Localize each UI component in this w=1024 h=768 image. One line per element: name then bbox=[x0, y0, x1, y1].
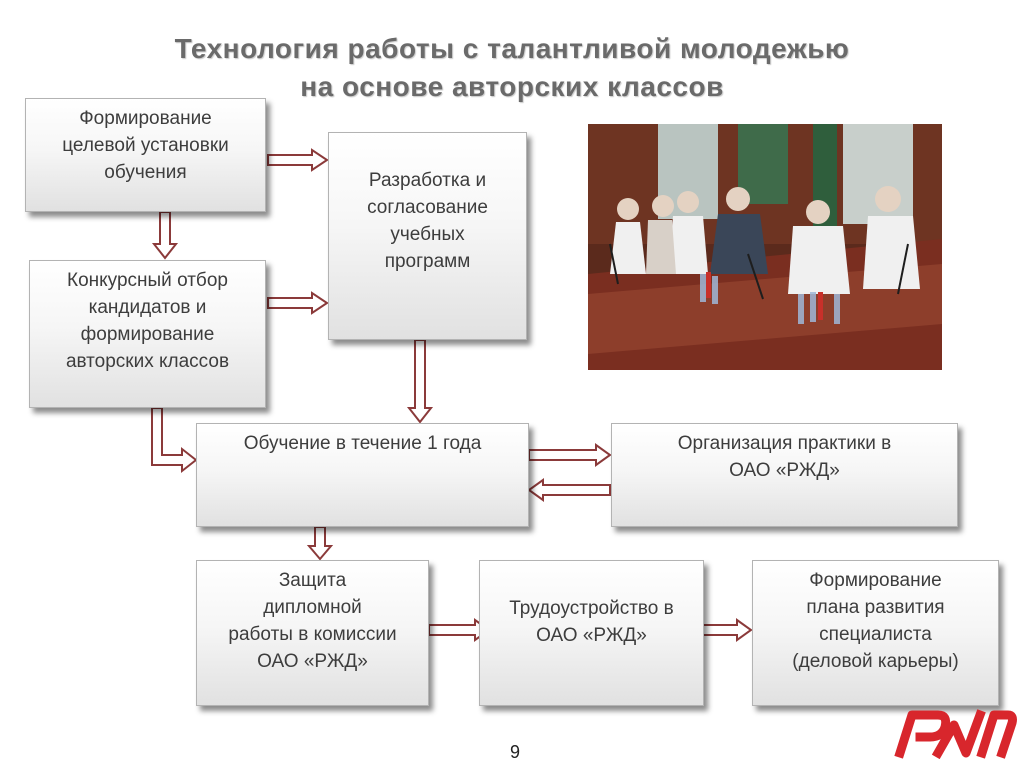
box-career-line-1: Формирование bbox=[809, 570, 942, 591]
meeting-photo bbox=[588, 124, 942, 370]
arrow-selection-to-training bbox=[151, 407, 198, 474]
arrow-employment-to-career bbox=[696, 618, 753, 642]
box-programs-line-1: Разработка и bbox=[368, 170, 487, 191]
box-selection-line-1: Конкурсный отбор bbox=[67, 270, 228, 291]
box-training-line-1: Обучение в течение 1 года bbox=[243, 433, 482, 454]
page-number: 9 bbox=[509, 742, 520, 762]
box-programs-line-4: программ bbox=[384, 251, 471, 272]
box-employment-line-1: Трудоустройство в bbox=[509, 598, 674, 619]
box-practice: Организация практики в ОАО «РЖД» bbox=[611, 423, 958, 527]
box-employment-line-2: ОАО «РЖД» bbox=[536, 625, 647, 646]
slide-title: Технология работы с талантливой молодежь… bbox=[0, 30, 1024, 106]
arrow-practice-to-training bbox=[527, 478, 611, 502]
box-goal-line-3: обучения bbox=[104, 162, 187, 183]
arrow-training-to-defense bbox=[306, 526, 334, 561]
box-program-development: Разработка и согласование учебных програ… bbox=[328, 132, 527, 340]
box-defense-line-1: Защита bbox=[278, 570, 347, 591]
box-defense-line-3: работы в комиссии bbox=[228, 624, 397, 645]
box-practice-line-1: Организация практики в bbox=[677, 433, 892, 454]
arrow-goal-to-programs bbox=[267, 148, 329, 172]
box-career-line-3: специалиста bbox=[819, 624, 932, 645]
box-career-plan: Формирование плана развития специалиста … bbox=[752, 560, 999, 706]
box-career-line-4: (деловой карьеры) bbox=[792, 651, 959, 672]
arrow-training-to-practice bbox=[528, 443, 612, 467]
rzd-logo-icon bbox=[894, 709, 1017, 759]
box-career-line-2: плана развития bbox=[806, 597, 945, 618]
arrow-goal-to-selection bbox=[151, 211, 179, 260]
slide-title-line-1: Технология работы с талантливой молодежь… bbox=[174, 33, 850, 64]
box-defense-line-4: ОАО «РЖД» bbox=[257, 651, 368, 672]
box-selection-line-2: кандидатов и bbox=[88, 297, 207, 318]
box-programs-line-2: согласование bbox=[367, 197, 488, 218]
arrow-selection-to-programs bbox=[267, 291, 329, 315]
box-goal-setting: Формирование целевой установки обучения bbox=[25, 98, 266, 212]
slide-title-line-2: на основе авторских классов bbox=[300, 71, 724, 102]
box-selection-line-4: авторских классов bbox=[65, 351, 230, 372]
box-goal-line-1: Формирование bbox=[79, 108, 212, 129]
box-thesis-defense: Защита дипломной работы в комиссии ОАО «… bbox=[196, 560, 429, 706]
arrow-programs-to-training bbox=[406, 339, 434, 424]
box-employment: Трудоустройство в ОАО «РЖД» bbox=[479, 560, 704, 706]
box-practice-line-2: ОАО «РЖД» bbox=[729, 460, 840, 481]
box-selection-line-3: формирование bbox=[80, 324, 215, 345]
box-training: Обучение в течение 1 года bbox=[196, 423, 529, 527]
box-defense-line-2: дипломной bbox=[263, 597, 362, 618]
box-competitive-selection: Конкурсный отбор кандидатов и формирован… bbox=[29, 260, 266, 408]
box-programs-line-3: учебных bbox=[390, 224, 465, 245]
box-goal-line-2: целевой установки bbox=[62, 135, 229, 156]
